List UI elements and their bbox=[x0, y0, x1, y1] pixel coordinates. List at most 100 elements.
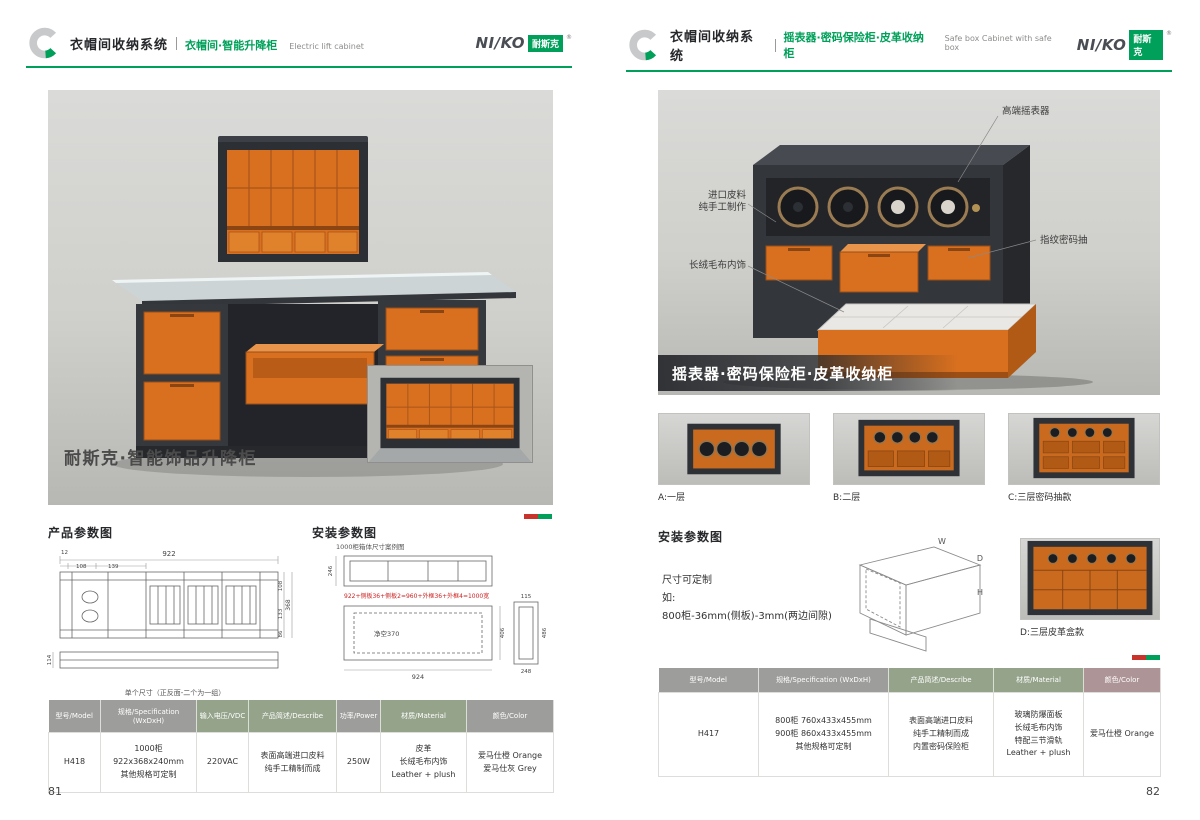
install-dim-right: 406 bbox=[500, 627, 506, 638]
page-header: 衣帽间收纳系统 衣帽间·智能升降柜 Electric lift cabinet … bbox=[26, 26, 572, 68]
dim-right-top: 108 bbox=[278, 580, 284, 591]
c-logo-icon bbox=[29, 27, 57, 59]
install-drawing: 1000柜箱体尺寸案例图 246 922+侧板36+侧板2=960+外框36+外… bbox=[328, 542, 548, 681]
dim-total-width: 922 bbox=[162, 550, 175, 558]
dim-right-bottom: 86 bbox=[278, 630, 284, 637]
elevation-drawing: 922 12 108 139 108 133 86 368 114 bbox=[47, 550, 293, 669]
cell-spec: 1000柜 922x368x240mm 其他规格可定制 bbox=[100, 732, 197, 793]
cell-voltage: 220VAC bbox=[196, 732, 249, 793]
thumbnail-b-label: B:二层 bbox=[833, 493, 861, 503]
col-describe: 产品简述/Describe bbox=[888, 668, 994, 693]
install-formula: 922+侧板36+侧板2=960+外框36+外框4=1000宽 bbox=[344, 592, 489, 600]
cell-describe: 表面高端进口皮料 纯手工精制而成 bbox=[248, 732, 337, 793]
col-spec: 规格/Specification (WxDxH) bbox=[758, 668, 889, 693]
page-number: 81 bbox=[48, 785, 62, 798]
accent-green bbox=[1146, 655, 1160, 660]
annotation-leather-1: 进口皮料 bbox=[708, 189, 747, 201]
thumbnail-c: C:三层密码抽款 bbox=[1008, 413, 1160, 503]
title-divider bbox=[176, 36, 178, 50]
product-caption: 耐斯克·智能饰品升降柜 bbox=[64, 449, 257, 469]
nisko-logo: NI/KO 耐斯克 ® bbox=[475, 34, 572, 52]
nisko-logo: NI/KO 耐斯克 ® bbox=[1077, 30, 1172, 60]
photo-caption-band: 摇表器·密码保险柜·皮革收纳柜 bbox=[658, 355, 958, 391]
header-titles: 衣帽间收纳系统 衣帽间·智能升降柜 Electric lift cabinet bbox=[70, 34, 364, 53]
brand-cn-badge: 耐斯克 bbox=[527, 34, 563, 52]
axis-h-label: H bbox=[977, 588, 983, 597]
install-dim-bottom: 924 bbox=[412, 673, 424, 681]
table-header-row: 型号/Model 规格/Specification (WxDxH) 产品简述/D… bbox=[658, 668, 1161, 693]
page-header: 衣帽间收纳系统 摇表器·密码保险柜·皮革收纳柜 Safe box Cabinet… bbox=[626, 26, 1172, 72]
inset-illustration bbox=[368, 366, 532, 462]
col-describe: 产品简述/Describe bbox=[248, 700, 337, 733]
thumbnail-a: A:一层 bbox=[658, 413, 810, 503]
section-accent bbox=[524, 514, 552, 519]
brand-name: NI/KO bbox=[475, 34, 525, 52]
dim-seg1: 12 bbox=[61, 550, 68, 556]
product-params-title: 产品参数图 bbox=[48, 526, 114, 540]
page-81: 衣帽间收纳系统 衣帽间·智能升降柜 Electric lift cabinet … bbox=[26, 26, 572, 798]
cell-describe: 表面高端进口皮料 纯手工精制而成 内置密码保险柜 bbox=[888, 692, 994, 777]
accent-red bbox=[524, 514, 538, 519]
col-spec: 规格/Specification (WxDxH) bbox=[100, 700, 197, 733]
install-clearance: 净空370 bbox=[374, 629, 399, 638]
table-row: H417 800柜 760x433x455mm 900柜 860x433x455… bbox=[658, 692, 1161, 777]
brand-cn-badge: 耐斯克 bbox=[1129, 30, 1163, 60]
col-material: 材质/Material bbox=[380, 700, 467, 733]
install-wireframe: W D H bbox=[840, 535, 985, 653]
install-param-drawing: 1000柜箱体尺寸案例图 246 922+侧板36+侧板2=960+外框36+外… bbox=[308, 540, 552, 690]
page-number: 82 bbox=[1146, 785, 1160, 798]
cell-power: 250W bbox=[336, 732, 381, 793]
profile-dim-top: 115 bbox=[521, 594, 532, 600]
variant-thumbnails: A:一层 B:二层 bbox=[658, 413, 1160, 503]
dim-right-total: 368 bbox=[285, 599, 292, 611]
product-param-drawing: 922 12 108 139 108 133 86 368 114 单个尺寸（正… bbox=[46, 542, 304, 698]
profile-dim-bottom: 248 bbox=[521, 669, 532, 675]
drawing-footnote: 单个尺寸（正反面-二个为一组） bbox=[124, 689, 226, 697]
thumbnail-a-image bbox=[658, 413, 810, 485]
annotation-fingerprint: 指纹密码抽 bbox=[1040, 234, 1088, 246]
col-color: 颜色/Color bbox=[1083, 668, 1161, 693]
brand-name: NI/KO bbox=[1076, 36, 1127, 54]
thumbnail-d-label: D:三层皮革盒款 bbox=[1020, 628, 1084, 638]
axis-w-label: W bbox=[938, 537, 946, 546]
axis-d-label: D bbox=[977, 554, 983, 563]
cell-material: 皮革 长绒毛布内饰 Leather + plush bbox=[380, 732, 467, 793]
dim-seg2: 108 bbox=[76, 564, 87, 570]
profile-dim-right: 486 bbox=[542, 627, 548, 638]
c-logo-icon bbox=[629, 29, 657, 61]
col-color: 颜色/Color bbox=[466, 700, 554, 733]
annotation-plush: 长绒毛布内饰 bbox=[689, 259, 746, 271]
page-82: 衣帽间收纳系统 摇表器·密码保险柜·皮革收纳柜 Safe box Cabinet… bbox=[600, 0, 1200, 820]
registered-mark: ® bbox=[566, 34, 572, 41]
install-params-title: 安装参数图 bbox=[312, 526, 378, 540]
thumbnail-a-label: A:一层 bbox=[658, 493, 686, 503]
page-subtitle-en: Safe box Cabinet with safe box bbox=[944, 34, 1052, 52]
product-caption: 摇表器·密码保险柜·皮革收纳柜 bbox=[672, 364, 894, 383]
dim-right-mid: 133 bbox=[278, 608, 284, 619]
header-titles: 衣帽间收纳系统 摇表器·密码保险柜·皮革收纳柜 Safe box Cabinet… bbox=[670, 26, 1067, 64]
table-header-row: 型号/Model 规格/Specification (WxDxH) 输入电压/V… bbox=[48, 700, 554, 733]
dim-base-height: 114 bbox=[47, 654, 53, 665]
dim-seg3: 139 bbox=[108, 564, 119, 570]
thumbnail-d: D:三层皮革盒款 bbox=[1020, 538, 1160, 638]
annotation-winder: 高端摇表器 bbox=[1002, 105, 1050, 117]
cell-color: 爱马仕橙 Orange bbox=[1083, 692, 1161, 777]
thumbnail-c-image bbox=[1008, 413, 1160, 485]
page-subtitle: 衣帽间·智能升降柜 bbox=[185, 38, 278, 52]
install-params-title: 安装参数图 bbox=[658, 530, 724, 544]
page-subtitle-en: Electric lift cabinet bbox=[289, 41, 364, 51]
thumbnail-b: B:二层 bbox=[833, 413, 985, 503]
col-power: 功率/Power bbox=[336, 700, 381, 733]
table-row: H418 1000柜 922x368x240mm 其他规格可定制 220VAC … bbox=[48, 732, 554, 793]
photo-inset-detail bbox=[367, 365, 533, 463]
left-spec-table: 型号/Model 规格/Specification (WxDxH) 输入电压/V… bbox=[48, 700, 554, 793]
section-accent bbox=[1132, 655, 1160, 660]
page-subtitle: 摇表器·密码保险柜·皮革收纳柜 bbox=[783, 31, 924, 60]
title-divider bbox=[774, 38, 776, 52]
section-title: 衣帽间收纳系统 bbox=[670, 30, 755, 64]
thumbnail-c-label: C:三层密码抽款 bbox=[1008, 493, 1072, 503]
install-dim-left: 246 bbox=[328, 565, 334, 576]
cell-color: 爱马仕橙 Orange 爱马仕灰 Grey bbox=[466, 732, 554, 793]
registered-mark: ® bbox=[1166, 30, 1172, 37]
accent-red bbox=[1132, 655, 1146, 660]
